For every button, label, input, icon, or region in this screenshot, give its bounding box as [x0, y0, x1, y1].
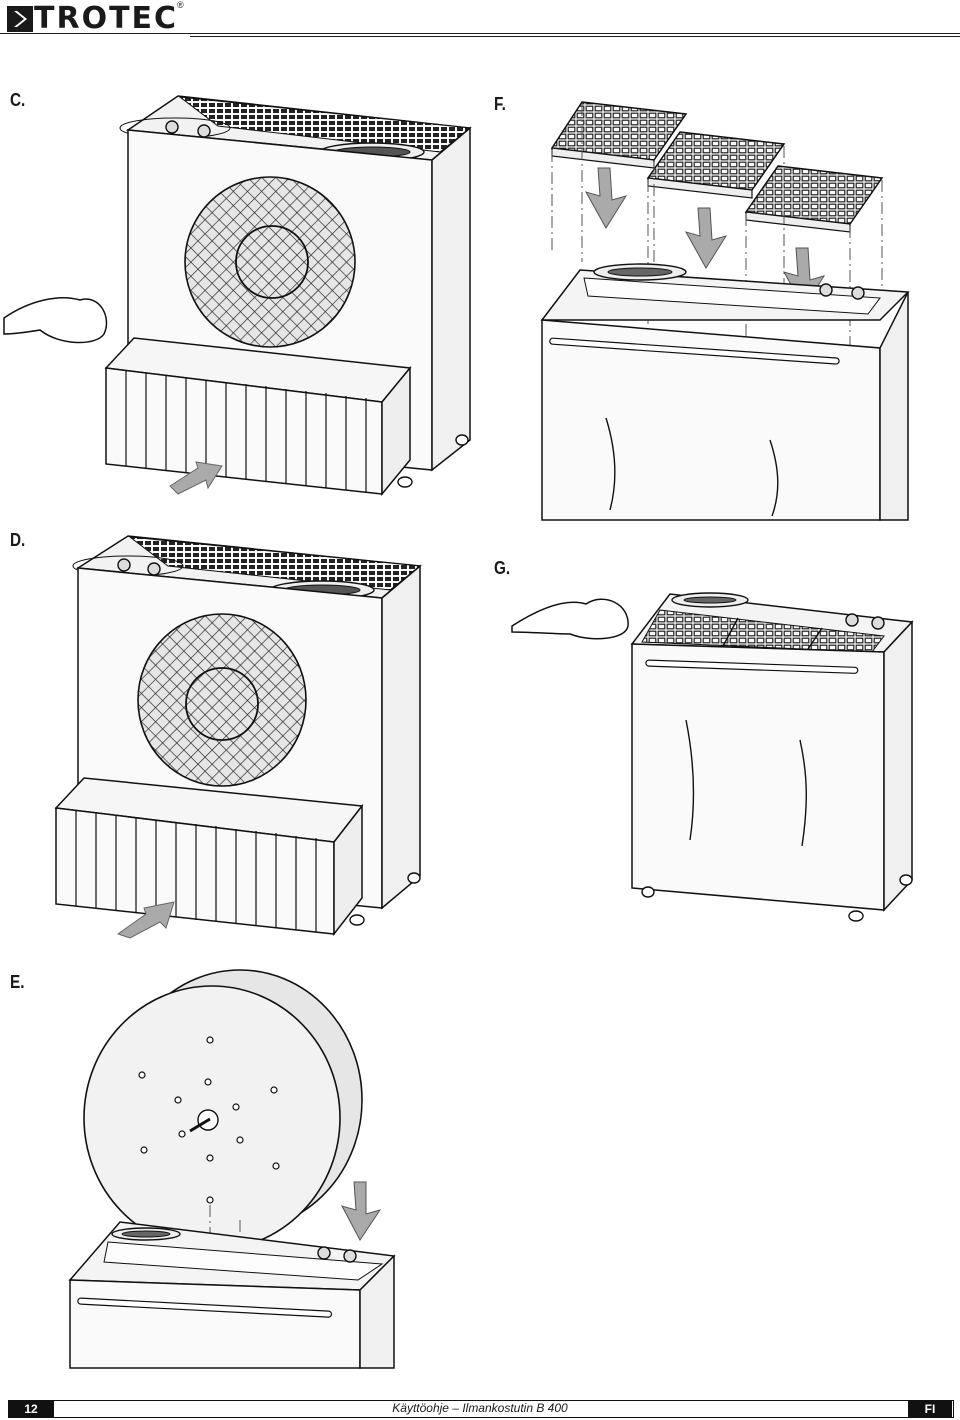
hand-with-cloth-icon	[511, 598, 629, 640]
step-label-g: G.	[494, 558, 511, 578]
brand-name: TROTEC	[34, 1, 179, 36]
page-header: TROTEC ®	[0, 0, 960, 40]
page-footer: 12 Käyttöohje – Ilmankostutin B 400 FI	[0, 1398, 960, 1420]
header-rule-secondary	[190, 36, 960, 37]
figure-f	[540, 101, 910, 521]
step-label-f: F.	[494, 94, 506, 114]
arrow-down-icon	[341, 1181, 382, 1241]
language-badge: FI	[908, 1400, 952, 1418]
footer-title: Käyttöohje – Ilmankostutin B 400	[392, 1401, 568, 1415]
figure-g	[511, 592, 914, 922]
figure-e	[68, 969, 396, 1369]
figure-d	[54, 535, 422, 939]
figure-c	[3, 95, 472, 497]
page-number: 12	[8, 1400, 54, 1418]
arrow-down-icon	[584, 167, 628, 229]
registered-mark: ®	[177, 0, 184, 10]
arrow-push-in-icon	[116, 901, 175, 939]
arrow-down-icon	[684, 207, 728, 269]
hand-with-cloth-icon	[3, 297, 108, 344]
brand-logo: TROTEC	[6, 4, 178, 34]
step-label-e: E.	[10, 972, 25, 992]
step-label-d: D.	[10, 530, 26, 550]
arrow-pull-out-icon	[169, 461, 223, 495]
trotec-chevron-icon	[7, 6, 33, 32]
step-label-c: C.	[10, 90, 26, 110]
header-rule	[0, 33, 960, 34]
